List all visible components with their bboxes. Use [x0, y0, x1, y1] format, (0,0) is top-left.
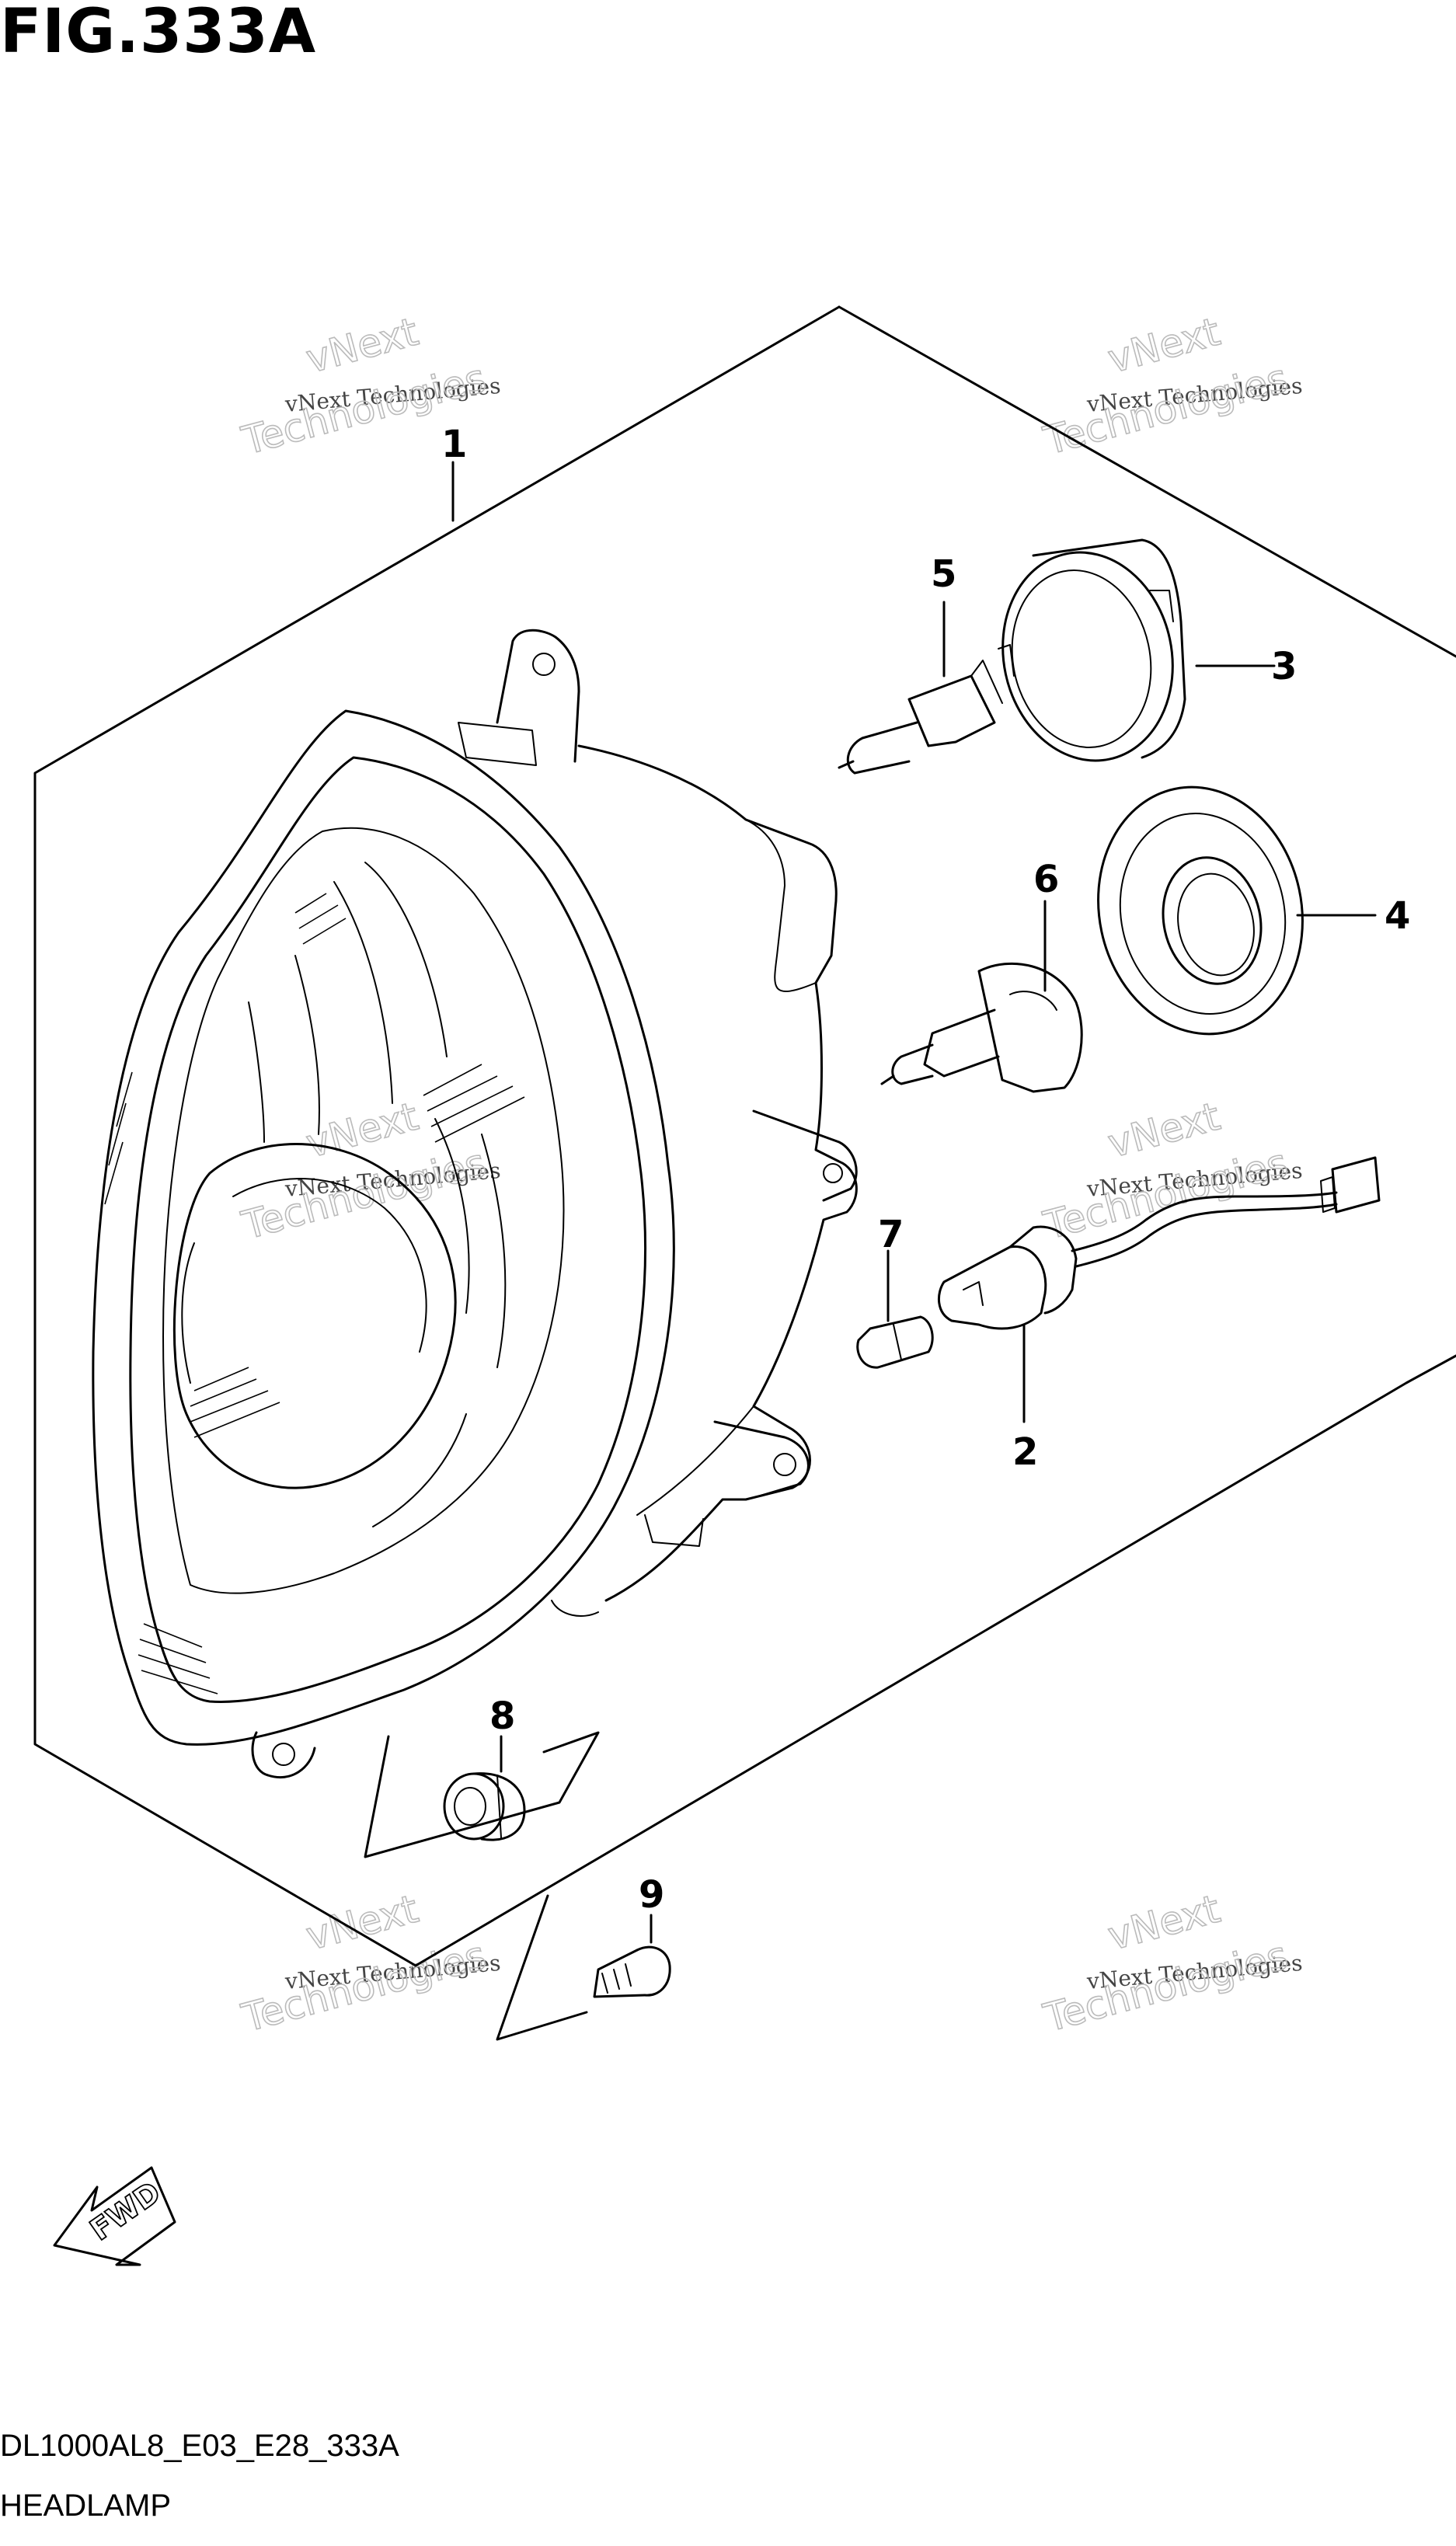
watermark-top-right: vNext Technologies vNext Technologies: [1038, 308, 1303, 465]
svg-text:Technologies: Technologies: [1039, 1932, 1292, 2040]
callout-7: 7: [878, 1213, 904, 1256]
svg-text:vNext: vNext: [1103, 309, 1224, 382]
callout-8: 8: [489, 1694, 515, 1738]
svg-text:Technologies: Technologies: [1039, 355, 1292, 463]
callout-4: 4: [1385, 894, 1410, 938]
fwd-arrow-icon: FWD: [53, 2166, 176, 2266]
assembly-outline-box: [33, 305, 1456, 1967]
reflector-hatching: [104, 893, 525, 1694]
bulb-h7: [838, 660, 1003, 775]
svg-text:vNext: vNext: [1103, 1886, 1224, 1959]
figure-title: FIG.333A: [0, 0, 317, 67]
callout-numbers: 1 2 3 4 5 6 7 8 9: [441, 423, 1410, 1917]
watermark-bottom-left: vNext Technologies vNext Technologies: [236, 1886, 501, 2042]
grommet-pointer-box: [364, 1731, 600, 1858]
svg-text:Technologies: Technologies: [237, 1932, 490, 2040]
screw: [593, 1945, 671, 1998]
callout-6: 6: [1033, 858, 1059, 901]
leader-lines: [451, 461, 1377, 1944]
watermark-bottom-right: vNext Technologies vNext Technologies: [1038, 1886, 1303, 2042]
callout-5: 5: [931, 552, 956, 596]
callout-1: 1: [441, 423, 467, 466]
svg-text:vNext: vNext: [301, 309, 423, 382]
svg-text:vNext: vNext: [1103, 1094, 1224, 1167]
headlamp-assembly: [92, 629, 858, 1779]
grommet: [443, 1772, 526, 1841]
callout-2: 2: [1012, 1430, 1038, 1474]
svg-text:vNext: vNext: [301, 1886, 423, 1959]
watermark-middle-left: vNext Technologies vNext Technologies: [236, 1093, 501, 1249]
socket-harness: [937, 1156, 1381, 1330]
svg-text:Technologies: Technologies: [1039, 1140, 1292, 1248]
position-bulb: [856, 1315, 934, 1369]
watermark-middle-right: vNext Technologies vNext Technologies: [1038, 1093, 1303, 1249]
figure-name: HEADLAMP: [0, 2489, 172, 2523]
rubber-cap: [1097, 785, 1304, 1036]
callout-3: 3: [1271, 645, 1297, 688]
screw-pointer-box: [496, 1894, 588, 2041]
bulb-h9: [880, 962, 1083, 1093]
figure-code: DL1000AL8_E03_E28_333A: [0, 2429, 399, 2463]
bulb-retainer-ring: [998, 538, 1186, 762]
callout-9: 9: [639, 1873, 664, 1917]
